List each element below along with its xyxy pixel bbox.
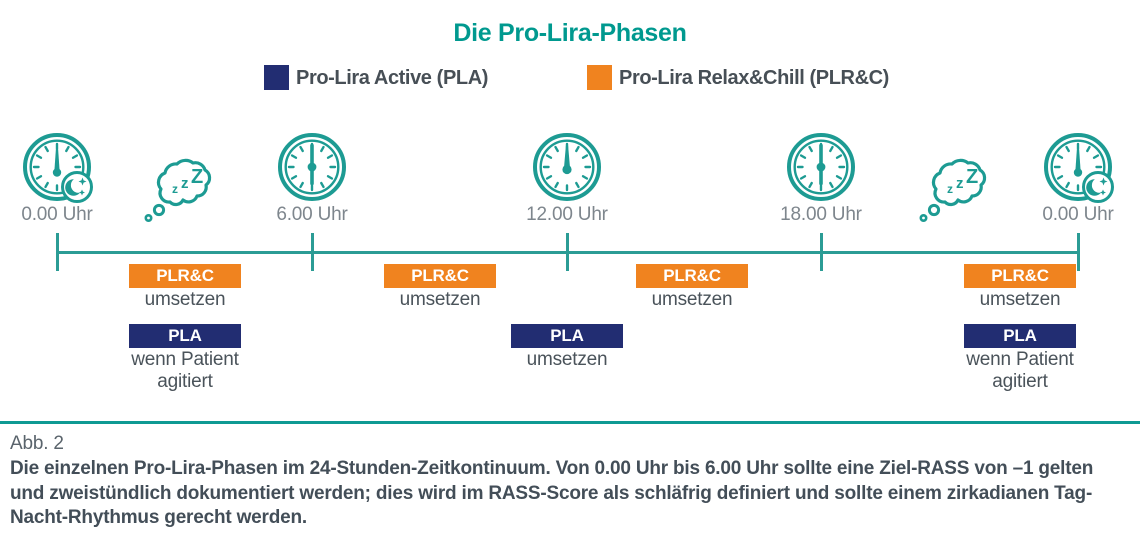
timeline-tick xyxy=(820,233,823,271)
phase-badge-plrc: PLR&C xyxy=(964,264,1076,288)
sleep-zzz-bubble-icon xyxy=(144,158,212,223)
clock-midnight-moon-icon xyxy=(1042,131,1114,203)
phase-note: wenn Patient agitiert xyxy=(966,349,1074,392)
clock-label: 0.00 Uhr xyxy=(21,204,93,225)
clock-label: 18.00 Uhr xyxy=(780,204,862,225)
phase-note: umsetzen xyxy=(526,349,608,370)
phase-badge-pla: PLA xyxy=(964,324,1076,348)
clock-midnight-moon-icon xyxy=(21,131,93,203)
clock-label: 6.00 Uhr xyxy=(276,204,348,225)
timeline-tick xyxy=(566,233,569,271)
timeline-tick xyxy=(311,233,314,271)
phase-note: umsetzen xyxy=(399,289,481,310)
clock-label: 12.00 Uhr xyxy=(526,204,608,225)
sleep-zzz-bubble-icon xyxy=(919,158,987,223)
legend-swatch-plrc xyxy=(587,65,612,90)
figure-divider xyxy=(0,421,1140,424)
phase-badge-plrc: PLR&C xyxy=(636,264,748,288)
timeline-tick xyxy=(56,233,59,271)
clock-six-oclock-icon xyxy=(785,131,857,203)
clock-six-oclock-icon xyxy=(276,131,348,203)
phase-badge-plrc: PLR&C xyxy=(129,264,241,288)
page-title: Die Pro-Lira-Phasen xyxy=(453,19,687,47)
phase-badge-pla: PLA xyxy=(129,324,241,348)
phase-badge-pla: PLA xyxy=(511,324,623,348)
legend-swatch-pla xyxy=(264,65,289,90)
figure-number: Abb. 2 xyxy=(10,433,64,454)
legend-label-pla: Pro-Lira Active (PLA) xyxy=(296,67,489,89)
phase-note: wenn Patient agitiert xyxy=(131,349,239,392)
phase-note: umsetzen xyxy=(651,289,733,310)
clock-twelve-oclock-icon xyxy=(531,131,603,203)
figure-caption: Die einzelnen Pro-Lira-Phasen im 24-Stun… xyxy=(10,458,1094,528)
phase-badge-plrc: PLR&C xyxy=(384,264,496,288)
legend-label-plrc: Pro-Lira Relax&Chill (PLR&C) xyxy=(619,67,889,89)
clock-label: 0.00 Uhr xyxy=(1042,204,1114,225)
phase-note: umsetzen xyxy=(979,289,1061,310)
phase-note: umsetzen xyxy=(144,289,226,310)
timeline-tick xyxy=(1077,233,1080,271)
